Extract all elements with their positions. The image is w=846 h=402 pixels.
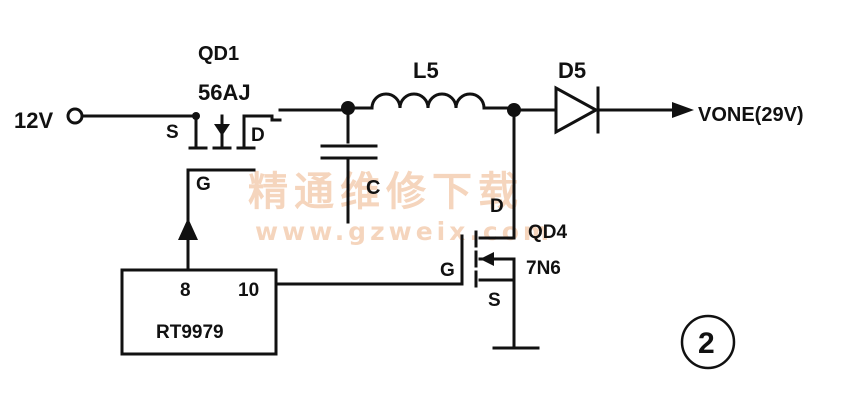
figure-number-data: ② [0,0,1,1]
qd1-part: 56AJ [198,80,251,105]
qd4-arrow-icon [480,252,494,266]
gate-arrow-icon [178,218,198,240]
qd4-g-label: G [440,260,455,281]
ic-rt9979 [120,268,278,356]
qd1-name: QD1 [198,43,239,65]
output-arrow-icon [672,102,694,118]
diode-label: D5 [558,58,586,83]
watermark-chinese: 精通维修下载 [248,169,524,215]
qd4-part: 7N6 [526,258,561,279]
input-terminal-icon [66,107,84,125]
qd4-name: QD4 [528,222,568,243]
ic-pin10-label: 10 [238,280,259,301]
inductor-label: L5 [413,58,439,83]
figure-number-circle [680,314,736,370]
ic-name: RT9979 [156,322,224,343]
watermark-url: www.gzweix.com [255,217,553,246]
input-label: 12V [14,108,53,133]
capacitor-c [320,108,378,224]
qd1-d-label: D [251,125,265,146]
cap-label: C [366,177,380,199]
qd1-g-label: G [196,174,211,195]
output-label: VONE(29V) [698,104,804,126]
qd1-arrow-icon [214,124,230,136]
ic-pin8-label: 8 [180,280,191,301]
qd4-mosfet [460,230,540,350]
qd1-s-label: S [166,122,179,143]
inductor-l5 [370,92,486,110]
qd4-d-label: D [490,196,504,217]
diode-d5-icon [554,85,600,135]
figure-number: 2 [698,327,715,360]
qd4-s-label: S [488,290,501,311]
